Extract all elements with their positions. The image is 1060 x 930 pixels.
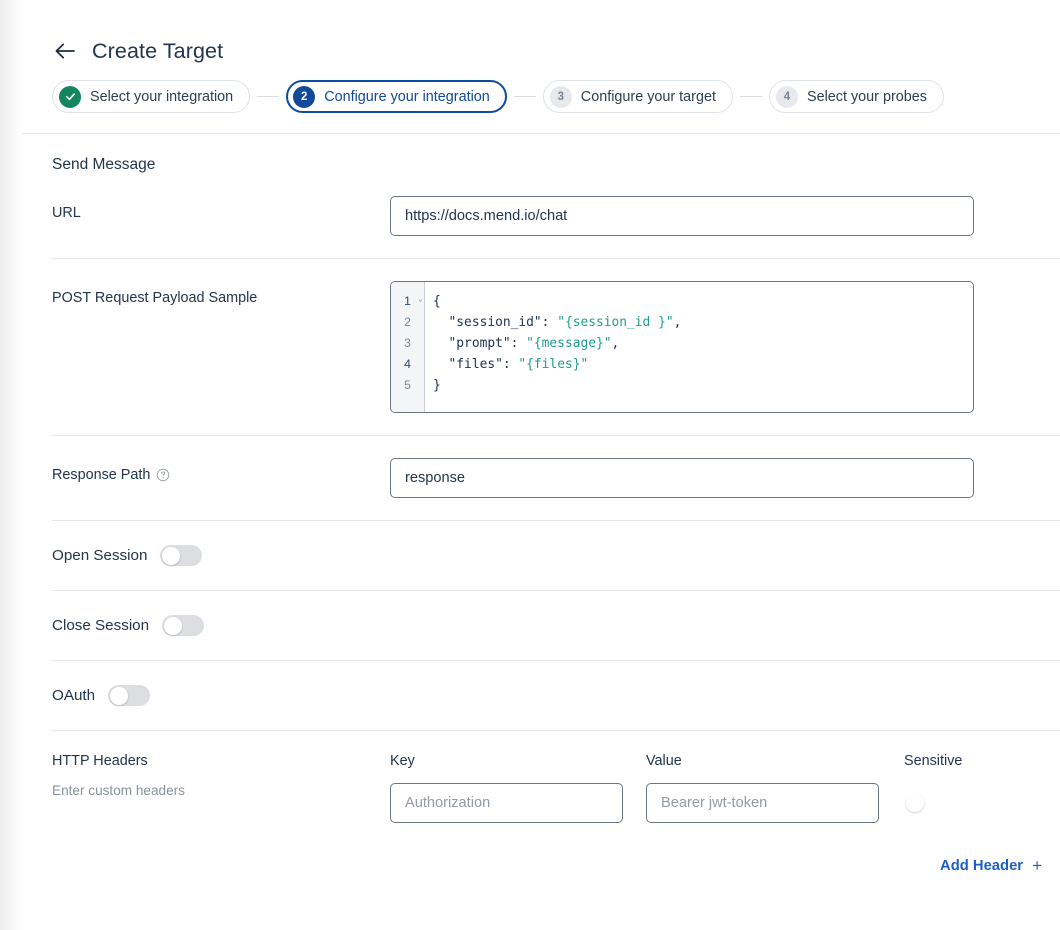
- code-line: }: [433, 375, 973, 396]
- payload-label: POST Request Payload Sample: [52, 290, 258, 306]
- header-key-input[interactable]: [390, 783, 623, 823]
- add-header-button[interactable]: Add Header +: [52, 857, 1042, 874]
- step-label: Configure your integration: [324, 88, 490, 105]
- field-row-close-session: Close Session: [52, 590, 1060, 660]
- line-number: 2: [404, 315, 411, 329]
- sensitive-toggle-wrap: [904, 783, 1024, 812]
- open-session-label: Open Session: [52, 547, 148, 564]
- step-label: Select your integration: [90, 88, 234, 105]
- http-headers-label-col: HTTP Headers Enter custom headers: [52, 753, 390, 798]
- line-number: 5: [404, 378, 411, 392]
- code-token: "files":: [448, 357, 519, 372]
- page-header: Create Target: [22, 0, 1060, 64]
- field-row-url: URL: [52, 174, 1060, 258]
- step-number-badge: 2: [293, 85, 316, 108]
- open-session-toggle[interactable]: [160, 545, 203, 566]
- stepper: Select your integration 2 Configure your…: [22, 64, 1060, 113]
- line-number: 4: [404, 357, 411, 371]
- left-edge-shadow: [0, 0, 22, 930]
- code-line: "session_id": "{session_id }",: [433, 312, 973, 333]
- form-body: Send Message URL POST Request Payload Sa…: [22, 134, 1060, 874]
- toggle-knob: [905, 793, 924, 812]
- http-headers-grid: HTTP Headers Enter custom headers Key Va…: [52, 753, 1024, 823]
- field-row-open-session: Open Session: [52, 520, 1060, 590]
- code-token: "{files}": [518, 357, 589, 372]
- key-column-header: Key: [390, 753, 415, 769]
- header-divider: [22, 133, 1060, 134]
- url-input[interactable]: [390, 196, 974, 236]
- payload-code-editor[interactable]: 1 2 3 4 5 ⌄ { "session_id": "{session_id…: [390, 281, 974, 413]
- value-column-header: Value: [646, 753, 682, 769]
- step-number-badge: 3: [549, 85, 572, 108]
- code-token: "prompt":: [448, 336, 527, 351]
- step-separator: [739, 96, 762, 97]
- step-label: Select your probes: [806, 88, 927, 105]
- step-label: Configure your target: [580, 88, 716, 105]
- http-headers-key-col: Key: [390, 753, 646, 823]
- field-row-payload: POST Request Payload Sample 1 2 3 4 5 ⌄ …: [52, 258, 1060, 435]
- payload-code-text[interactable]: { "session_id": "{session_id }", "prompt…: [425, 282, 973, 412]
- oauth-toggle-row: OAuth: [52, 661, 151, 730]
- step-configure-your-integration[interactable]: 2 Configure your integration: [286, 80, 507, 113]
- step-separator: [513, 96, 536, 97]
- code-token: }: [433, 378, 441, 393]
- page-title: Create Target: [92, 38, 224, 63]
- oauth-label: OAuth: [52, 687, 96, 704]
- response-path-input[interactable]: [390, 458, 974, 498]
- code-token: "{message}": [526, 336, 612, 351]
- close-session-label: Close Session: [52, 617, 150, 634]
- code-token: "session_id":: [448, 315, 558, 330]
- oauth-toggle[interactable]: [108, 685, 151, 706]
- code-line: "prompt": "{message}",: [433, 333, 973, 354]
- toggle-knob: [161, 546, 180, 565]
- http-headers-sublabel: Enter custom headers: [52, 783, 185, 798]
- open-session-toggle-row: Open Session: [52, 521, 203, 590]
- help-circle-icon[interactable]: [156, 468, 170, 482]
- line-number: 1: [404, 294, 411, 308]
- page-content: Create Target Select your integration 2 …: [22, 0, 1060, 930]
- header-value-input[interactable]: [646, 783, 879, 823]
- field-row-http-headers: HTTP Headers Enter custom headers Key Va…: [52, 730, 1060, 823]
- code-line: {: [433, 291, 973, 312]
- http-headers-value-col: Value: [646, 753, 904, 823]
- plus-icon: +: [1032, 856, 1042, 875]
- toggle-knob: [109, 686, 128, 705]
- sensitive-column-header: Sensitive: [904, 753, 963, 769]
- add-header-label: Add Header: [940, 857, 1024, 874]
- response-path-label: Response Path: [52, 458, 390, 483]
- code-token: ,: [611, 336, 620, 351]
- step-select-your-integration[interactable]: Select your integration: [52, 80, 251, 113]
- section-title-send-message: Send Message: [52, 156, 156, 173]
- code-token: {: [433, 294, 441, 309]
- check-icon: [59, 85, 81, 108]
- field-row-oauth: OAuth: [52, 660, 1060, 730]
- code-token: "{session_id }": [557, 315, 674, 330]
- url-label: URL: [52, 205, 81, 221]
- field-row-response-path: Response Path: [52, 435, 1060, 520]
- arrow-left-icon[interactable]: [52, 38, 78, 64]
- http-headers-sensitive-col: Sensitive: [904, 753, 1024, 812]
- close-session-toggle-row: Close Session: [52, 591, 205, 660]
- toggle-knob: [163, 616, 182, 635]
- response-path-label-text: Response Path: [52, 467, 151, 483]
- code-token: ,: [673, 315, 682, 330]
- http-headers-label: HTTP Headers: [52, 753, 148, 769]
- step-select-your-probes[interactable]: 4 Select your probes: [768, 80, 944, 113]
- line-number: 3: [404, 336, 411, 350]
- code-line: "files": "{files}": [433, 354, 973, 375]
- editor-gutter: 1 2 3 4 5 ⌄: [391, 282, 425, 412]
- step-separator: [257, 96, 280, 97]
- step-configure-your-target[interactable]: 3 Configure your target: [542, 80, 733, 113]
- step-number-badge: 4: [775, 85, 798, 108]
- close-session-toggle[interactable]: [162, 615, 205, 636]
- chevron-down-icon[interactable]: ⌄: [417, 294, 423, 304]
